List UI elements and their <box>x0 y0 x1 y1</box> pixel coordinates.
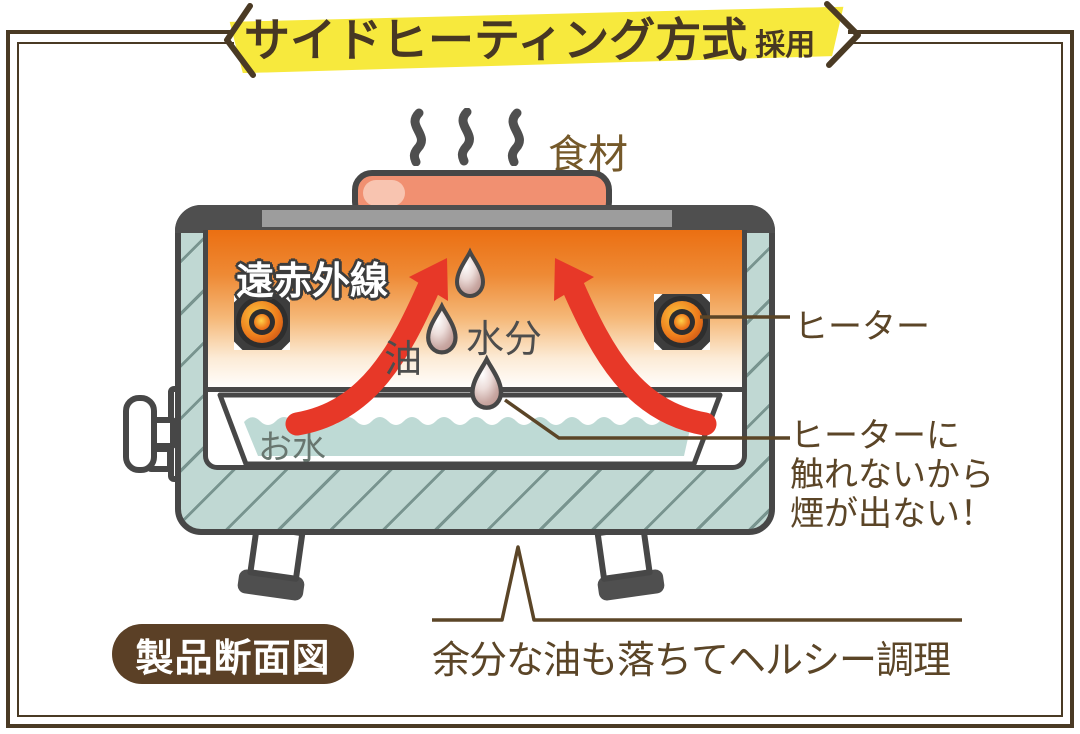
food-label: 食材 <box>548 133 628 177</box>
no-smoke-note-line1: ヒーターに <box>790 417 960 455</box>
heater-coil-icon-left <box>234 294 290 350</box>
title-main: サイドヒーティング方式 <box>244 14 748 66</box>
heater-label: ヒーター <box>794 308 930 346</box>
water-label: お水 <box>258 429 326 467</box>
title-suffix: 採用 <box>755 29 816 62</box>
no-smoke-note: ヒーターに 触れないから 煙が出ない！ <box>790 417 994 534</box>
oil-label: 油 <box>384 339 423 381</box>
healthy-cooking-note: 余分な油も落ちてヘルシー調理 <box>432 640 951 682</box>
far-infrared-label: 遠赤外線 <box>236 261 389 303</box>
page-title: サイドヒーティング方式 採用 <box>244 10 815 70</box>
grill-plate <box>262 210 672 227</box>
steam-icon <box>409 108 524 166</box>
no-smoke-note-line3: 煙が出ない！ <box>790 495 994 533</box>
cross-section-badge: 製品断面図 <box>112 624 354 684</box>
moisture-label: 水分 <box>466 319 543 361</box>
cross-section-badge-label: 製品断面図 <box>135 637 331 680</box>
handle-knob <box>123 395 157 473</box>
food-highlight <box>363 180 405 206</box>
no-smoke-note-line2: 触れないから <box>790 456 994 494</box>
heater-coil-icon-right <box>654 294 710 350</box>
